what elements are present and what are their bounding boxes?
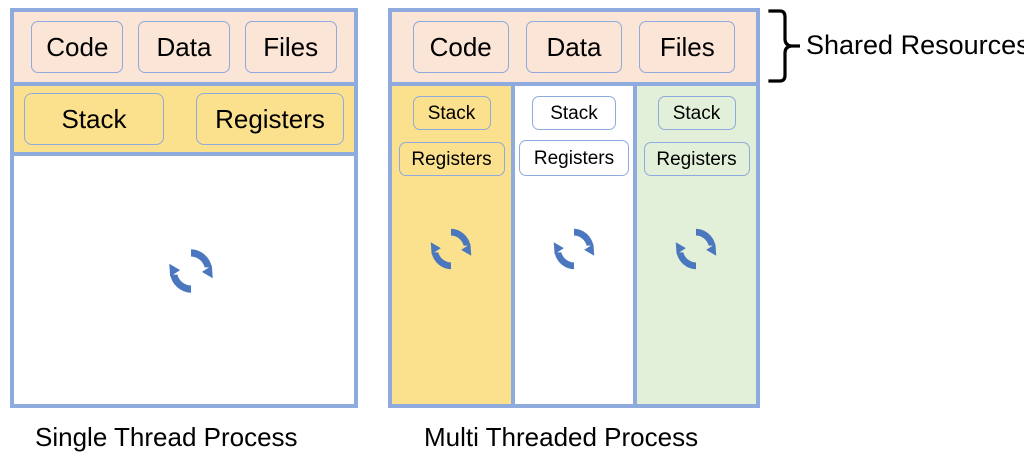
- single-thread-process-box: Code Data Files Stack Registers: [10, 8, 358, 408]
- thread-2-chip-stack-label: Stack: [550, 102, 598, 124]
- resource-chip-data-label: Data: [156, 32, 212, 62]
- single-thread-process-caption: Single Thread Process: [35, 422, 298, 452]
- thread-column-1[interactable]: Stack Registers: [392, 86, 511, 404]
- private-chip-stack[interactable]: Stack: [24, 93, 164, 145]
- thread-1-chip-registers-label: Registers: [411, 148, 492, 170]
- resource-chip-data[interactable]: Data: [137, 21, 230, 73]
- thread-columns-region: Stack Registers Stack: [392, 86, 756, 404]
- resource-chip-code-label: Code: [429, 32, 492, 62]
- private-chip-registers-label: Registers: [215, 104, 325, 134]
- resource-chip-files[interactable]: Files: [639, 21, 736, 73]
- thread-3-chip-registers[interactable]: Registers: [643, 142, 750, 176]
- resource-chip-files-label: Files: [659, 32, 715, 62]
- single-thread-body: [14, 156, 354, 404]
- private-chip-registers[interactable]: Registers: [196, 93, 344, 145]
- multi-shared-resources-row: Code Data Files: [392, 12, 756, 86]
- thread-column-2[interactable]: Stack Registers: [515, 86, 633, 404]
- curly-brace-icon: [768, 9, 800, 83]
- single-thread-private-row: Stack Registers: [14, 86, 354, 156]
- thread-3-chip-registers-label: Registers: [656, 148, 737, 170]
- thread-column-3[interactable]: Stack Registers: [637, 86, 756, 404]
- resource-chip-code-label: Code: [46, 32, 109, 62]
- thread-2-chip-registers-label: Registers: [533, 147, 615, 169]
- thread-1-chip-registers[interactable]: Registers: [398, 142, 505, 176]
- resource-chip-data-label: Data: [546, 32, 602, 62]
- thread-1-chip-stack-label: Stack: [427, 102, 476, 124]
- thread-3-chip-stack-label: Stack: [672, 102, 721, 124]
- thread-column-divider-1: [511, 86, 515, 404]
- thread-2-chip-stack[interactable]: Stack: [532, 96, 616, 130]
- multi-threaded-process-box: Code Data Files Stack Registers: [388, 8, 760, 408]
- cycle-arrows-icon: [553, 228, 595, 270]
- multi-threaded-process-caption: Multi Threaded Process: [424, 422, 699, 452]
- thread-column-divider-2: [633, 86, 637, 404]
- resource-chip-data[interactable]: Data: [525, 21, 622, 73]
- cycle-arrows-icon: [675, 228, 717, 270]
- cycle-arrows-icon: [169, 249, 213, 293]
- shared-resources-label: Shared Resources: [806, 30, 1024, 60]
- thread-3-chip-stack[interactable]: Stack: [657, 96, 736, 130]
- thread-2-chip-registers[interactable]: Registers: [519, 140, 629, 176]
- thread-1-chip-stack[interactable]: Stack: [412, 96, 491, 130]
- private-chip-stack-label: Stack: [61, 104, 127, 134]
- cycle-arrows-icon: [430, 228, 472, 270]
- resource-chip-code[interactable]: Code: [31, 21, 124, 73]
- single-shared-resources-row: Code Data Files: [14, 12, 354, 86]
- resource-chip-files[interactable]: Files: [244, 21, 337, 73]
- resource-chip-files-label: Files: [263, 32, 319, 62]
- resource-chip-code[interactable]: Code: [412, 21, 509, 73]
